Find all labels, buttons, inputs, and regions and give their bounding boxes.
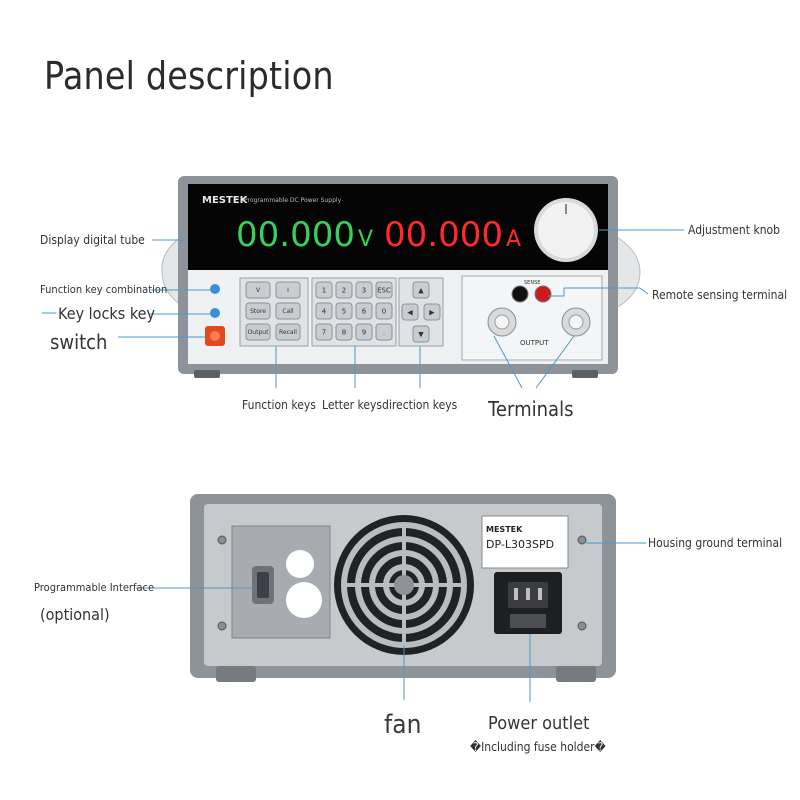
direction-key[interactable]: ▲	[412, 281, 430, 299]
label-function-keys: Function keys	[242, 398, 316, 412]
model-label	[481, 515, 569, 569]
label-letter-keys: Letter keys	[322, 398, 382, 412]
label-key-lock: Key locks key	[58, 304, 156, 323]
svg-text:7: 7	[322, 328, 326, 336]
svg-text:◀: ◀	[407, 308, 413, 316]
letter-key[interactable]: 2	[335, 281, 353, 299]
front-subtitle: Programmable DC Power Supply	[244, 197, 342, 204]
svg-text:▼: ▼	[418, 330, 424, 338]
function-key[interactable]: V	[245, 281, 271, 299]
letter-key[interactable]: .	[375, 323, 393, 341]
front-brand: MESTEK	[202, 195, 249, 206]
sense-terminal-red	[534, 285, 552, 303]
svg-text:ESC: ESC	[377, 286, 391, 294]
svg-text:4: 4	[322, 307, 327, 315]
label-fuse-holder: �Including fuse holder�	[470, 740, 606, 754]
svg-text:▲: ▲	[418, 286, 424, 294]
svg-text:V: V	[256, 287, 261, 294]
svg-text:0: 0	[382, 307, 386, 315]
svg-text:3: 3	[362, 286, 366, 294]
model-number: DP-L303SPD	[486, 538, 554, 551]
label-programmable-interface: Programmable Interface	[34, 581, 155, 594]
sense-terminal-black	[511, 285, 529, 303]
letter-key[interactable]: 3	[355, 281, 373, 299]
interface-plate	[231, 525, 331, 639]
letter-key[interactable]: 5	[335, 302, 353, 320]
current-unit: A	[506, 227, 521, 252]
label-remote-sensing: Remote sensing terminal	[652, 288, 788, 302]
interface-hole-top	[286, 550, 314, 578]
page-title: Panel description	[44, 54, 334, 98]
front-right-foot	[572, 370, 598, 378]
direction-keys: ▲ ◀ ▶ ▼	[401, 281, 441, 343]
label-terminals: Terminals	[488, 397, 574, 421]
voltage-unit: V	[358, 227, 373, 252]
letter-key[interactable]: 6	[355, 302, 373, 320]
svg-text:Store: Store	[250, 308, 266, 315]
letter-key[interactable]: 1	[315, 281, 333, 299]
back-screws	[217, 535, 587, 631]
function-combo-button	[210, 284, 220, 294]
svg-text:Call: Call	[282, 308, 294, 315]
function-key[interactable]: Call	[275, 302, 301, 320]
key-lock-button	[210, 308, 220, 318]
letter-key[interactable]: 7	[315, 323, 333, 341]
label-display-tube: Display digital tube	[40, 233, 145, 247]
label-function-combo: Function key combination	[40, 283, 168, 296]
svg-text:1: 1	[322, 286, 326, 294]
label-fan: fan	[384, 710, 422, 740]
label-housing-ground: Housing ground terminal	[648, 536, 783, 550]
svg-text:Recall: Recall	[279, 329, 297, 336]
label-optional: (optional)	[40, 605, 110, 624]
sense-label: SENSE	[524, 280, 540, 286]
label-power-outlet: Power outlet	[488, 713, 590, 734]
svg-text:I: I	[287, 287, 289, 294]
function-key[interactable]: I	[275, 281, 301, 299]
svg-text:9: 9	[362, 328, 366, 336]
svg-text:6: 6	[362, 307, 367, 315]
fuse-holder	[510, 614, 546, 628]
svg-text:.: .	[383, 328, 385, 336]
letter-key[interactable]: 9	[355, 323, 373, 341]
direction-key[interactable]: ▼	[412, 325, 430, 343]
front-left-foot	[194, 370, 220, 378]
letter-key[interactable]: 0	[375, 302, 393, 320]
label-direction-keys: direction keys	[382, 398, 458, 412]
function-key[interactable]: Recall	[275, 323, 301, 341]
svg-text:▶: ▶	[429, 308, 435, 316]
function-key[interactable]: Output	[245, 323, 271, 341]
label-adjustment-knob: Adjustment knob	[688, 223, 781, 237]
svg-text:2: 2	[342, 286, 346, 294]
svg-text:Output: Output	[248, 329, 269, 336]
function-key[interactable]: Store	[245, 302, 271, 320]
letter-key[interactable]: 8	[335, 323, 353, 341]
letter-key[interactable]: 4	[315, 302, 333, 320]
back-brand: MESTEK	[486, 525, 523, 534]
direction-key[interactable]: ▶	[423, 303, 441, 321]
interface-hole-bottom	[286, 582, 322, 618]
letter-key[interactable]: ESC	[375, 281, 393, 299]
output-label: OUTPUT	[520, 339, 549, 347]
front-callout-lines	[42, 229, 684, 389]
svg-text:5: 5	[342, 307, 346, 315]
direction-key[interactable]: ◀	[401, 303, 419, 321]
letter-keys: 1 2 3 ESC 4 5 6 0 7 8 9.	[315, 281, 393, 341]
back-callout-lines	[136, 542, 646, 702]
voltage-reading: 00.000	[236, 215, 355, 255]
svg-text:8: 8	[342, 328, 346, 336]
current-reading: 00.000	[384, 215, 503, 255]
label-switch: switch	[50, 330, 108, 354]
